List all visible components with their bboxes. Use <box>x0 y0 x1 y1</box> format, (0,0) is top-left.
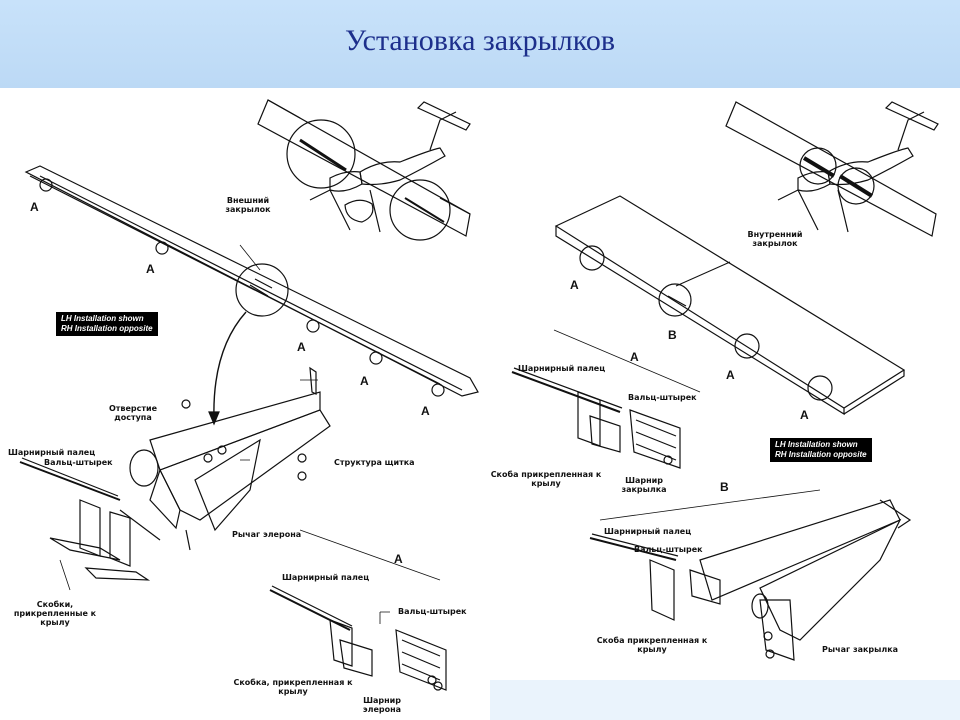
note-line-2: RH Installation opposite <box>61 324 153 333</box>
flap-lever-label: Рычаг закрылка <box>822 645 899 654</box>
aircraft-thumbnail-left <box>257 99 471 241</box>
detail-a-aileron-hinge-label: Шарнир элерона <box>362 696 402 714</box>
hinge-pin-label: Шарнирный палец <box>8 448 96 457</box>
label-a-3: A <box>297 340 306 354</box>
detail-b-flap-lever <box>589 489 912 661</box>
right-roll-pin-label: Вальц-штырек <box>628 393 697 402</box>
right-bracket-label: Скоба прикрепленная к крылу <box>490 470 602 488</box>
detail-a-aileron-hinge <box>269 529 447 691</box>
aileron-hinge-detail <box>19 366 331 591</box>
aircraft-thumbnail-right <box>725 101 939 237</box>
access-hole-label: Отверстие доступа <box>108 404 158 422</box>
right-label-a-3: A <box>800 408 809 422</box>
right-label-b: B <box>668 328 677 342</box>
right-label-a-1: A <box>570 278 579 292</box>
label-a-1: A <box>30 200 39 214</box>
detail-a-letter: A <box>394 552 403 566</box>
flap-hinge-label: Шарнир закрылка <box>621 476 667 494</box>
inner-flap-assembly <box>554 195 906 416</box>
detail-a-hinge-pin-label: Шарнирный палец <box>282 573 370 582</box>
right-lh-installation-note: LH Installation shown RH Installation op… <box>770 438 872 462</box>
right-hinge-pin-label: Шарнирный палец <box>518 364 606 373</box>
right-label-a-2: A <box>726 368 735 382</box>
detail-a-bracket-label: Скобка, прикрепленная к крылу <box>233 678 353 696</box>
label-a-2: A <box>146 262 155 276</box>
detail-b-hinge-pin-label: Шарнирный палец <box>604 527 692 536</box>
flap-structure-label: Структура щитка <box>334 458 415 467</box>
right-detail-a-flap-hinge <box>511 329 701 469</box>
roll-pin-label: Вальц-штырек <box>44 458 113 467</box>
detail-a-roll-pin-label: Вальц-штырек <box>398 607 467 616</box>
right-note-line-2: RH Installation opposite <box>775 450 867 459</box>
wing-brackets-label: Скобки, прикрепленные к крылу <box>13 600 97 627</box>
slide-title: Установка закрылков <box>345 24 615 57</box>
title-bar: Установка закрылков <box>0 0 960 88</box>
aileron-lever-label: Рычаг элерона <box>232 530 302 539</box>
outer-flap-label: Внешний закрылок <box>225 196 271 214</box>
outer-flap-assembly <box>24 165 479 426</box>
detail-b-roll-pin-label: Вальц-штырек <box>634 545 703 554</box>
detail-b-bracket-label: Скоба прикрепленная к крылу <box>596 636 708 654</box>
footer-strip <box>490 680 960 720</box>
label-a-4: A <box>360 374 369 388</box>
detail-b-letter: B <box>720 480 729 494</box>
inner-flap-label: Внутренний закрылок <box>747 230 803 248</box>
flap-installation-drawing <box>19 99 939 691</box>
note-line-1: LH Installation shown <box>61 314 144 323</box>
right-note-line-1: LH Installation shown <box>775 440 858 449</box>
label-a-5: A <box>421 404 430 418</box>
right-detail-a-letter: A <box>630 350 639 364</box>
lh-installation-note: LH Installation shown RH Installation op… <box>56 312 158 336</box>
